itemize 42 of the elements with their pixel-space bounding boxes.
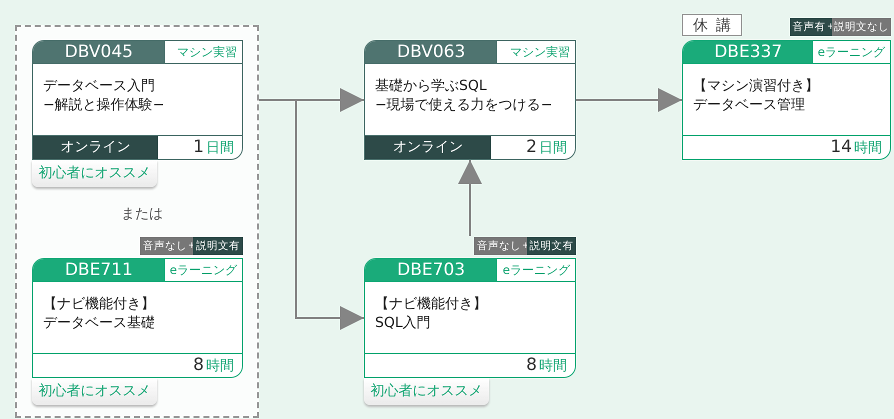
- arrow: [576, 88, 682, 112]
- caption-badge: 説明文なし: [832, 18, 891, 36]
- duration-number: 8: [193, 354, 204, 377]
- course-card: [682, 40, 891, 160]
- course-code: DBE711: [33, 259, 165, 281]
- duration-number: 2: [526, 136, 537, 159]
- course-title: 基礎から学ぶSQL−現場で使える力をつける−: [375, 77, 554, 115]
- course-title: 【マシン演習付き】データベース管理: [693, 77, 820, 115]
- course-title: データベース入門−解説と操作体験−: [43, 77, 166, 115]
- duration-number: 8: [526, 354, 537, 377]
- arrow: [259, 99, 364, 330]
- duration-unit: 時間: [854, 139, 882, 158]
- course-code: DBV063: [365, 41, 498, 63]
- duration-unit: 時間: [206, 357, 234, 376]
- recommend-tab: 初心者にオススメ: [32, 160, 157, 187]
- course-code: DBE337: [683, 41, 814, 63]
- audio-badge: 音声なし: [474, 237, 524, 255]
- duration-unit: 日間: [539, 139, 567, 158]
- course-code: DBE703: [365, 259, 498, 281]
- course-card: [32, 40, 243, 160]
- course-card: [32, 258, 243, 378]
- course-code: DBV045: [33, 41, 165, 63]
- closed-label: 休講: [682, 14, 742, 36]
- duration-unit: 時間: [539, 357, 567, 376]
- audio-badge: 音声有: [790, 18, 828, 36]
- format-label: オンライン: [33, 136, 158, 159]
- recommend-tab: 初心者にオススメ: [364, 378, 489, 405]
- or-text: または: [121, 205, 163, 223]
- caption-badge: 説明文有: [193, 237, 243, 255]
- course-title: 【ナビ機能付き】データベース基礎: [43, 295, 156, 333]
- duration-unit: 日間: [206, 139, 234, 158]
- format-label: オンライン: [365, 136, 491, 159]
- duration-number: 14: [830, 136, 852, 159]
- caption-badge: 説明文有: [527, 237, 576, 255]
- audio-badge: 音声なし: [140, 237, 190, 255]
- course-card: [364, 258, 576, 378]
- recommend-tab: 初心者にオススメ: [32, 378, 157, 405]
- duration-number: 1: [193, 136, 204, 159]
- dashed-group-box: [15, 25, 259, 418]
- course-card: [364, 40, 576, 160]
- course-title: 【ナビ機能付き】SQL入門: [375, 295, 488, 333]
- arrow: [458, 160, 482, 236]
